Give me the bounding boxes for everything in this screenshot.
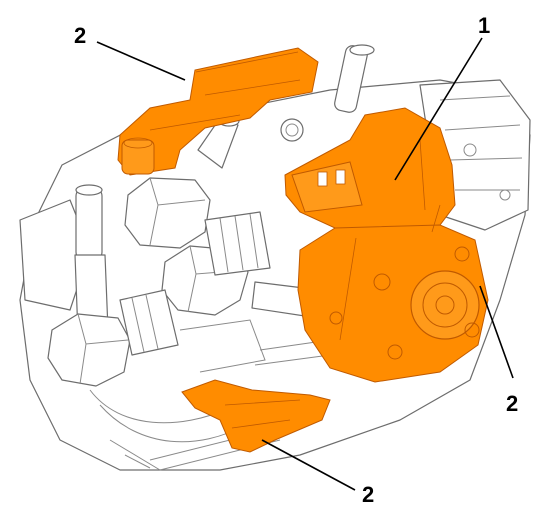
regulator-valve-highlight	[284, 107, 489, 383]
callout-2-bottom: 2	[362, 482, 374, 507]
callout-2-right: 2	[506, 391, 518, 416]
top-sensor-highlight	[117, 47, 319, 176]
leader-line-1	[394, 37, 483, 181]
leader-line-top-2	[96, 41, 186, 81]
callout-labels: 2 1 2 2	[74, 13, 518, 507]
callout-1: 1	[478, 13, 490, 38]
bottom-bracket-highlight	[181, 379, 331, 453]
leader-line-right-2	[479, 285, 514, 379]
callout-2-top: 2	[74, 23, 86, 48]
leader-lines	[96, 37, 514, 491]
leader-line-bottom-2	[261, 439, 356, 491]
highlighted-components	[117, 47, 489, 453]
